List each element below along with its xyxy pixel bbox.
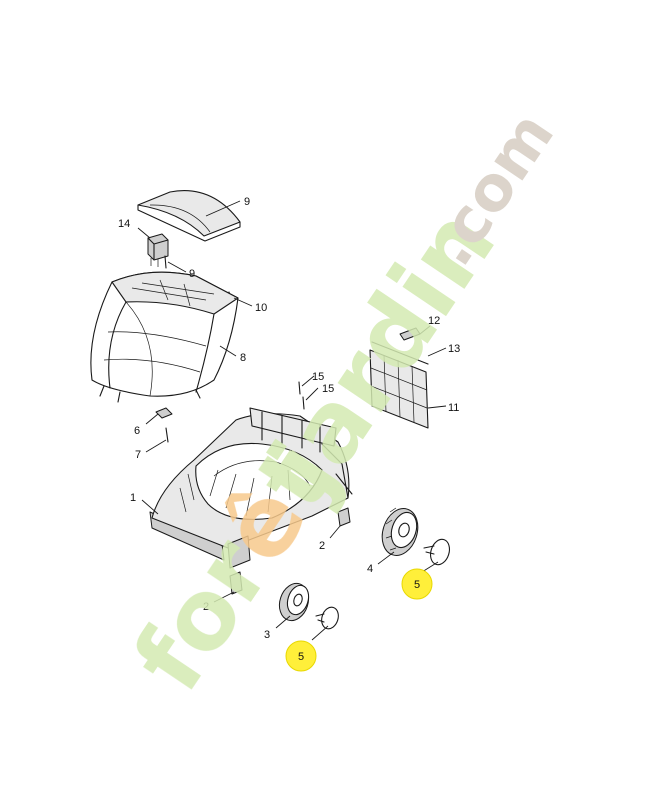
part-5-hubcap-rear[interactable] (423, 537, 453, 567)
part-15-screw-b[interactable] (302, 396, 305, 410)
part-2-bracket-right[interactable] (337, 507, 351, 527)
part-13-rod[interactable] (371, 341, 429, 365)
part-3-front-wheel[interactable] (275, 580, 313, 625)
part-15-screw-a[interactable] (298, 381, 301, 395)
highlight-circle-fill-5-rear (403, 570, 431, 598)
label-part-8[interactable]: 8 (240, 352, 246, 364)
watermark-com: .com (414, 99, 568, 279)
part-8-grass-bag[interactable] (90, 271, 239, 403)
label-part-15-a[interactable]: 15 (312, 371, 324, 383)
label-part-13[interactable]: 13 (448, 343, 460, 355)
part-11-rear-flap[interactable] (369, 349, 429, 429)
label-part-5-front[interactable]: 5 (298, 651, 304, 663)
label-part-6[interactable]: 6 (134, 425, 140, 437)
label-part-2-right[interactable]: 2 (319, 540, 325, 552)
label-part-11[interactable]: 11 (448, 402, 459, 414)
part-9-screw-upper[interactable] (164, 255, 167, 269)
label-part-15-b[interactable]: 15 (322, 383, 334, 395)
label-part-3[interactable]: 3 (264, 629, 270, 641)
label-part-7[interactable]: 7 (135, 449, 141, 461)
part-7-screw[interactable] (165, 427, 169, 443)
part-10-bag-lid[interactable] (137, 190, 241, 242)
part-6-clip[interactable] (155, 407, 173, 419)
label-part-1[interactable]: 1 (130, 492, 136, 504)
label-part-14[interactable]: 14 (118, 218, 130, 230)
highlight-circle-fill-5-front (287, 642, 315, 670)
label-part-10[interactable]: 9 (244, 196, 250, 208)
part-2-bracket-left[interactable] (229, 571, 243, 595)
leader-lines (137, 200, 447, 641)
part-5-hubcap-front[interactable] (315, 605, 341, 631)
part-14-switch[interactable] (147, 233, 169, 267)
part-1-mower-deck[interactable] (149, 407, 353, 569)
label-part-5-rear[interactable]: 5 (414, 579, 420, 591)
label-part-9-upper[interactable]: 9 (189, 268, 195, 280)
label-part-9-lower[interactable]: 10 (255, 302, 267, 314)
label-part-2-left[interactable]: 2 (203, 601, 209, 613)
label-part-12[interactable]: 12 (428, 315, 440, 327)
part-labels: 9 14 9 10 8 12 13 15 15 11 6 7 1 2 4 2 3 (118, 196, 460, 641)
part-4-rear-wheel[interactable] (376, 504, 423, 560)
label-part-4[interactable]: 4 (367, 563, 373, 575)
